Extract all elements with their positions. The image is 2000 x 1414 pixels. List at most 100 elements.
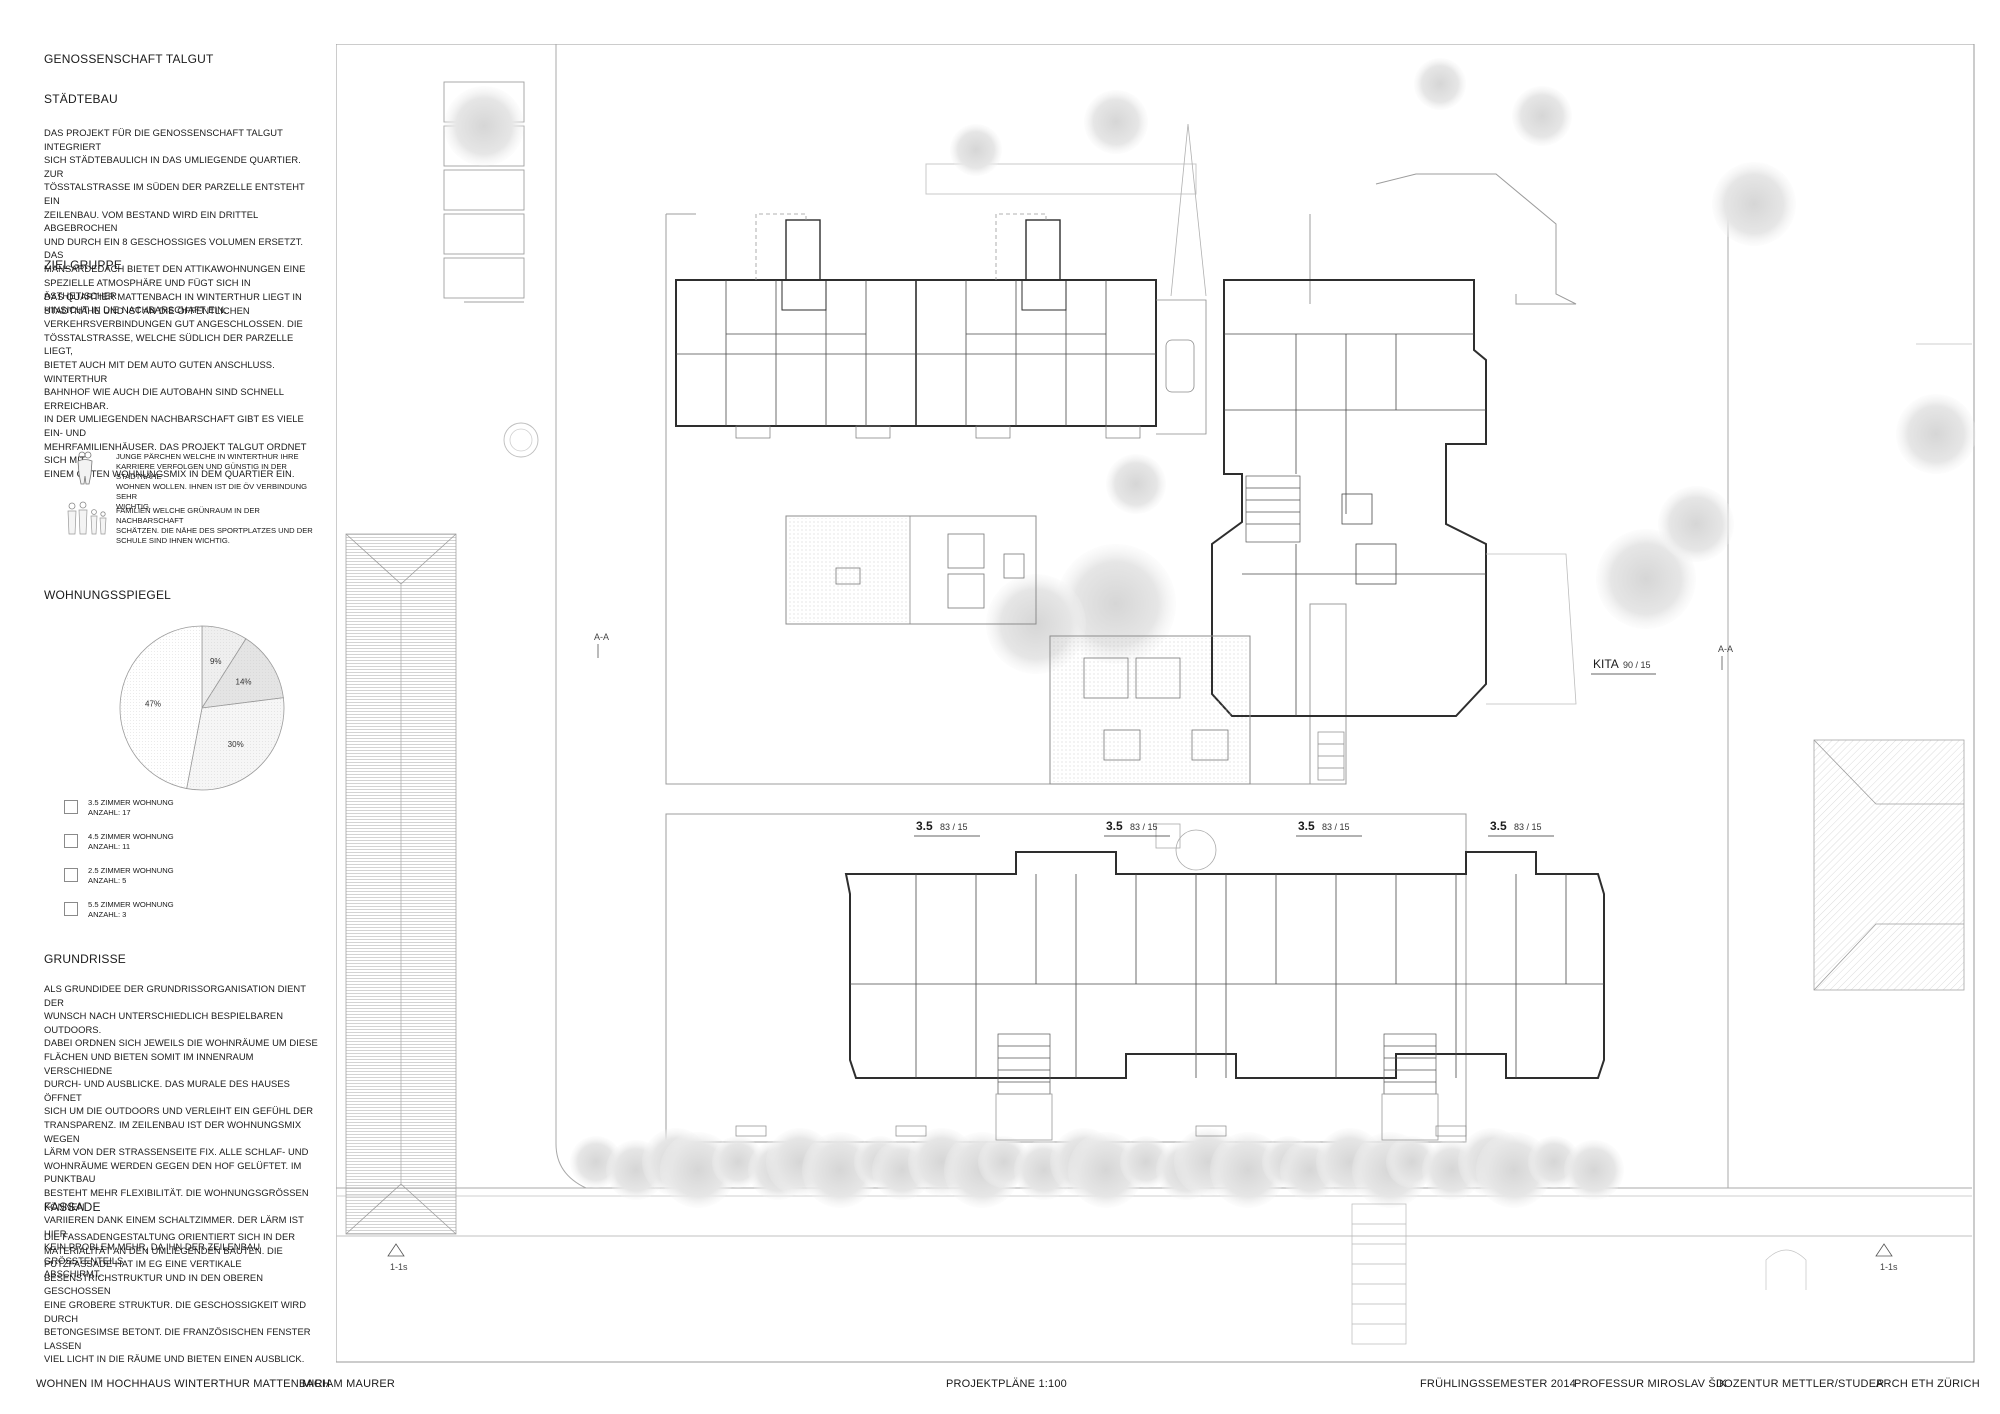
neighbor-roof-left <box>345 533 457 1235</box>
text-line: DIE FASSADENGESTALTUNG ORIENTIERT SICH I… <box>44 1231 296 1242</box>
section-label: A-A <box>1718 644 1733 654</box>
neighbor-roof-right <box>1813 739 1965 991</box>
legend-label: 4.5 ZIMMER WOHNUNG <box>88 832 174 841</box>
unit-label-4: 3.5 83 / 15 <box>1488 819 1554 837</box>
section-label: 1-1s <box>390 1262 408 1272</box>
text-line: TÖSSTALSTRASSE, WELCHE SÜDLICH DER PARZE… <box>44 331 294 357</box>
text-line: WUNSCH NACH UNTERSCHIEDLICH BESPIELBAREN… <box>44 1010 284 1035</box>
pie-slice-label: 30% <box>228 740 244 749</box>
text-line: DAS PROJEKT FÜR DIE GENOSSENSCHAFT TALGU… <box>44 127 283 152</box>
legend-label: 5.5 ZIMMER WOHNUNG <box>88 900 174 909</box>
text-line: MEHRFAMILIENHÄUSER. DAS PROJEKT TALGUT O… <box>44 440 307 466</box>
footer-plan-title: PROJEKTPLÄNE 1:100 <box>946 1378 1067 1390</box>
text-line: BETONGESIMSE BETONT. DIE FRANZÖSISCHEN F… <box>44 1326 311 1351</box>
text-line: WOHNRÄUME WERDEN GEGEN DEN HOF GELÜFTET.… <box>44 1159 302 1185</box>
north-row-building <box>675 213 1157 439</box>
text-line: JUNGE PÄRCHEN WELCHE IN WINTERTHUR IHRE <box>116 452 299 461</box>
legend-label: 2.5 ZIMMER WOHNUNG <box>88 866 174 875</box>
kita-name: KITA <box>1593 657 1619 671</box>
text-line: LÄRM VON DER STRASSENSEITE FIX. ALLE SCH… <box>44 1146 309 1158</box>
text-zielgruppe: DAS QUARTIER MATTENBACH IN WINTERTHUR LI… <box>44 290 320 480</box>
text-line: SCHÄTZEN. DIE NÄHE DES SPORTPLATZES UND … <box>116 526 313 535</box>
text-line: MATERIALITÄT AN DEN UMLIEGENDEN BAUTEN. … <box>44 1244 283 1256</box>
unit-label-1: 3.5 83 / 15 <box>914 819 980 837</box>
text-line: KARRIERE VERFOLGEN UND GÜNSTIG IN DER ST… <box>116 462 287 481</box>
apartment-mix-pie-chart: 9%14%30%47% <box>119 625 285 791</box>
legend-count: ANZAHL: 11 <box>88 842 131 851</box>
section-marker-11-left: 1-1s <box>387 1243 408 1272</box>
text-couples: JUNGE PÄRCHEN WELCHE IN WINTERTHUR IHRE … <box>116 452 326 512</box>
text-line: PUTZFASSADE HAT IM EG EINE VERTIKALE <box>44 1258 242 1270</box>
footer-dozentur: DOZENTUR METTLER/STUDER <box>1716 1378 1885 1390</box>
legend-count: ANZAHL: 3 <box>88 910 127 919</box>
south-row-building <box>735 823 1605 1141</box>
section-marker-aa-right: A-A <box>1718 644 1733 670</box>
text-line: KEIN PROBLEM MEHR, DA IHN DER ZEILENBAU … <box>44 1241 261 1266</box>
hedge-tree <box>1564 1140 1624 1200</box>
text-line: WOHNEN WOLLEN. IHNEN IST DIE ÖV VERBINDU… <box>116 482 307 501</box>
text-line: SICH STÄDTEBAULICH IN DAS UMLIEGENDE QUA… <box>44 154 301 179</box>
pie-slice-texture <box>202 626 246 708</box>
pie-slice-texture <box>202 638 284 708</box>
text-grundrisse: ALS GRUNDIDEE DER GRUNDRISSORGANISATION … <box>44 982 320 1281</box>
text-line: VIEL LICHT IN DIE RÄUME UND BIETEN EINEN… <box>44 1353 305 1365</box>
text-line: BIETET AUCH MIT DEM AUTO GUTEN ANSCHLUSS… <box>44 358 275 384</box>
unit-type: 3.5 <box>1106 819 1123 833</box>
site-plan-drawing: A-A A-A 1-1s 1-1s KITA 90 / 15 3.5 83 / … <box>336 44 1976 1363</box>
text-line: ABSCHIRMT. <box>44 1268 102 1280</box>
description-column: GENOSSENSCHAFT TALGUT STÄDTEBAU DAS PROJ… <box>44 48 320 1368</box>
text-line: DURCH- UND AUSBLICKE. DAS MURALE DES HAU… <box>44 1078 290 1103</box>
text-staedtebau: DAS PROJEKT FÜR DIE GENOSSENSCHAFT TALGU… <box>44 126 320 316</box>
text-line: HINSICHT IN DIE NACHBARSCHAFT EIN. <box>44 303 227 315</box>
unit-type: 3.5 <box>1490 819 1507 833</box>
text-line: ALS GRUNDIDEE DER GRUNDRISSORGANISATION … <box>44 983 306 1008</box>
text-line: SPEZIELLE ATMOSPHÄRE UND FÜGT SICH IN ÄS… <box>44 276 251 302</box>
unit-area: 83 / 15 <box>1514 822 1542 832</box>
text-line: STADTNÄHE UND IST AN DIE ÖFFENTLICHEN <box>44 304 250 316</box>
legend-label: 3.5 ZIMMER WOHNUNG <box>88 798 174 807</box>
heading-staedtebau: STÄDTEBAU <box>44 92 118 106</box>
kita-label: KITA 90 / 15 <box>1591 657 1656 675</box>
unit-area: 83 / 15 <box>1322 822 1350 832</box>
footer-professor: PROFESSUR MIROSLAV ŠIK <box>1574 1378 1727 1390</box>
text-line: TÖSSTALSTRASSE IM SÜDEN DER PARZELLE ENT… <box>44 181 305 206</box>
legend-item-3-5: 3.5 ZIMMER WOHNUNG ANZAHL: 17 <box>88 798 174 818</box>
title-block-footer: WOHNEN IM HOCHHAUS WINTERTHUR MATTENBACH… <box>0 1378 2000 1398</box>
text-line: UND DURCH EIN 8 GESCHOSSIGES VOLUMEN ERS… <box>44 235 304 261</box>
pie-slice-texture <box>186 697 284 790</box>
text-families: FAMILIEN WELCHE GRÜNRAUM IN DER NACHBARS… <box>116 506 326 546</box>
section-label: 1-1s <box>1880 1262 1898 1272</box>
family-icon <box>67 501 107 535</box>
unit-label-3: 3.5 83 / 15 <box>1296 819 1362 837</box>
legend-swatch-2-5 <box>64 868 78 882</box>
couple-icon <box>77 451 93 485</box>
text-line: EINEM GUTEN WOHNUNGSMIX IN DEM QUARTIER … <box>44 467 295 479</box>
text-line: SCHULE SIND IHNEN WICHTIG. <box>116 536 230 545</box>
text-line: VERKEHRSVERBINDUNGEN GUT ANGESCHLOSSEN. … <box>44 318 303 330</box>
legend-item-5-5: 5.5 ZIMMER WOHNUNG ANZAHL: 3 <box>88 900 174 920</box>
heading-zielgruppe: ZIELGRUPPE <box>44 258 123 272</box>
legend-swatch-3-5 <box>64 800 78 814</box>
legend-item-4-5: 4.5 ZIMMER WOHNUNG ANZAHL: 11 <box>88 832 174 852</box>
playground <box>785 515 1037 625</box>
legend-swatch-5-5 <box>64 902 78 916</box>
section-marker-aa-left: A-A <box>594 632 609 658</box>
text-line: BAHNHOF WIE AUCH DIE AUTOBAHN SIND SCHNE… <box>44 386 284 411</box>
legend-item-2-5: 2.5 ZIMMER WOHNUNG ANZAHL: 5 <box>88 866 174 886</box>
heading-wohnungsspiegel: WOHNUNGSSPIEGEL <box>44 588 172 602</box>
text-line: EINE GROBERE STRUKTUR. DIE GESCHOSSIGKEI… <box>44 1298 307 1324</box>
text-line: MANSARDEDACH BIETET DEN ATTIKAWOHNUNGEN … <box>44 262 306 274</box>
text-line: ZEILENBAU. VOM BESTAND WIRD EIN DRITTEL … <box>44 208 258 234</box>
plot-lines <box>336 44 1972 1237</box>
driveway <box>1156 123 1207 435</box>
point-building <box>1211 279 1487 781</box>
project-title: GENOSSENSCHAFT TALGUT <box>44 52 214 66</box>
text-line: SICH UM DIE OUTDOORS UND VERLEIHT EIN GE… <box>44 1105 314 1117</box>
kita-area: 90 / 15 <box>1623 660 1651 670</box>
footer-semester: FRÜHLINGSSEMESTER 2014 <box>1420 1378 1576 1390</box>
legend-count: ANZAHL: 17 <box>88 808 131 817</box>
pie-slice-texture <box>120 626 202 789</box>
text-line: DAS QUARTIER MATTENBACH IN WINTERTHUR LI… <box>44 291 302 302</box>
kita-outdoor-area <box>1486 553 1577 705</box>
